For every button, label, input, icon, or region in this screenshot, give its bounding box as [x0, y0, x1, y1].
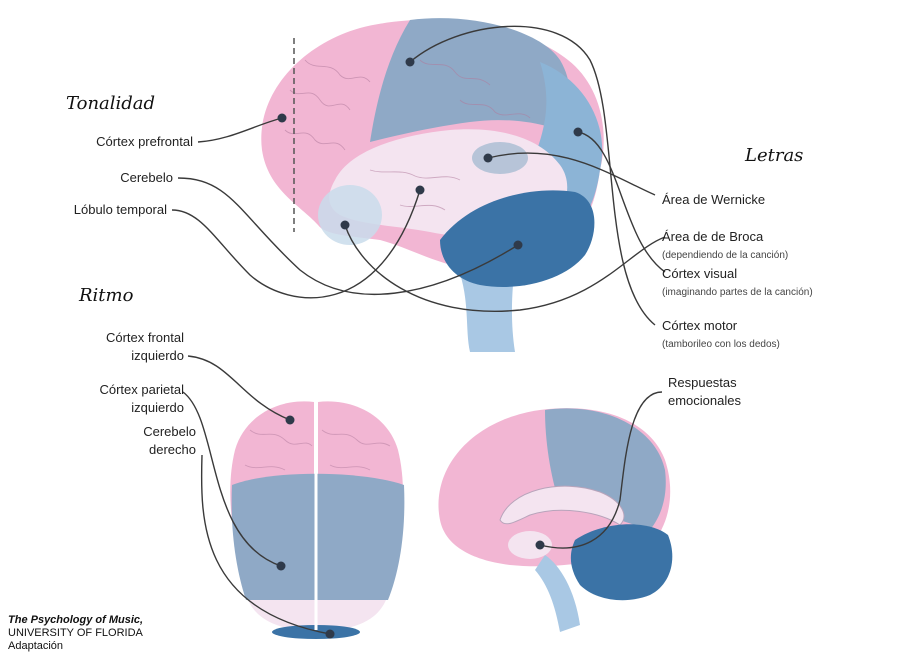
top-view-parietal — [232, 474, 405, 600]
dot-cerebelo-derecho — [326, 630, 335, 639]
label-area-broca: Área de de Broca — [662, 229, 763, 245]
label-respuestas-1: Respuestas — [668, 375, 737, 391]
label-cortex-motor-note: (tamborileo con los dedos) — [662, 337, 780, 353]
label-area-wernicke: Área de Wernicke — [662, 192, 765, 208]
label-cortex-visual: Córtex visual — [662, 266, 737, 282]
dot-respuestas — [536, 541, 545, 550]
credit-adaptation: Adaptación — [8, 640, 143, 653]
heading-ritmo: Ritmo — [79, 288, 133, 304]
dot-prefrontal — [278, 114, 287, 123]
limbic-area — [508, 531, 552, 559]
label-cerebelo: Cerebelo — [120, 170, 173, 186]
label-cortex-prefrontal: Córtex prefrontal — [96, 134, 193, 150]
label-cortex-parietal-izq-2: izquierdo — [131, 400, 184, 416]
dot-broca — [341, 221, 350, 230]
label-cortex-parietal-izq-1: Córtex parietal — [99, 382, 184, 398]
dot-wernicke — [484, 154, 493, 163]
dot-visual — [574, 128, 583, 137]
dot-parietal-izq — [277, 562, 286, 571]
credit-block: The Psychology of Music, UNIVERSITY OF F… — [8, 614, 143, 653]
dot-temporal — [416, 186, 425, 195]
label-lobulo-temporal: Lóbulo temporal — [74, 202, 167, 218]
dot-frontal-izq — [286, 416, 295, 425]
label-cerebelo-derecho-2: derecho — [149, 442, 196, 458]
label-respuestas-2: emocionales — [668, 393, 741, 409]
label-cerebelo-derecho-1: Cerebelo — [143, 424, 196, 440]
wernicke-area — [472, 142, 528, 174]
label-cortex-frontal-izq-1: Córtex frontal — [106, 330, 184, 346]
dot-cerebellum — [514, 241, 523, 250]
label-cortex-visual-note: (imaginando partes de la canción) — [662, 285, 813, 301]
label-cortex-frontal-izq-2: izquierdo — [131, 348, 184, 364]
heading-tonalidad: Tonalidad — [66, 96, 155, 112]
sagittal-brain — [438, 408, 672, 632]
dot-motor — [406, 58, 415, 67]
credit-title: The Psychology of Music, — [8, 614, 143, 626]
label-cortex-motor: Córtex motor — [662, 318, 737, 334]
heading-letras: Letras — [745, 148, 803, 164]
credit-institution: UNIVERSITY OF FLORIDA — [8, 627, 143, 640]
sagittal-cerebellum — [571, 524, 672, 600]
top-view-brain — [230, 401, 404, 639]
label-area-broca-note: (dependiendo de la canción) — [662, 248, 788, 264]
